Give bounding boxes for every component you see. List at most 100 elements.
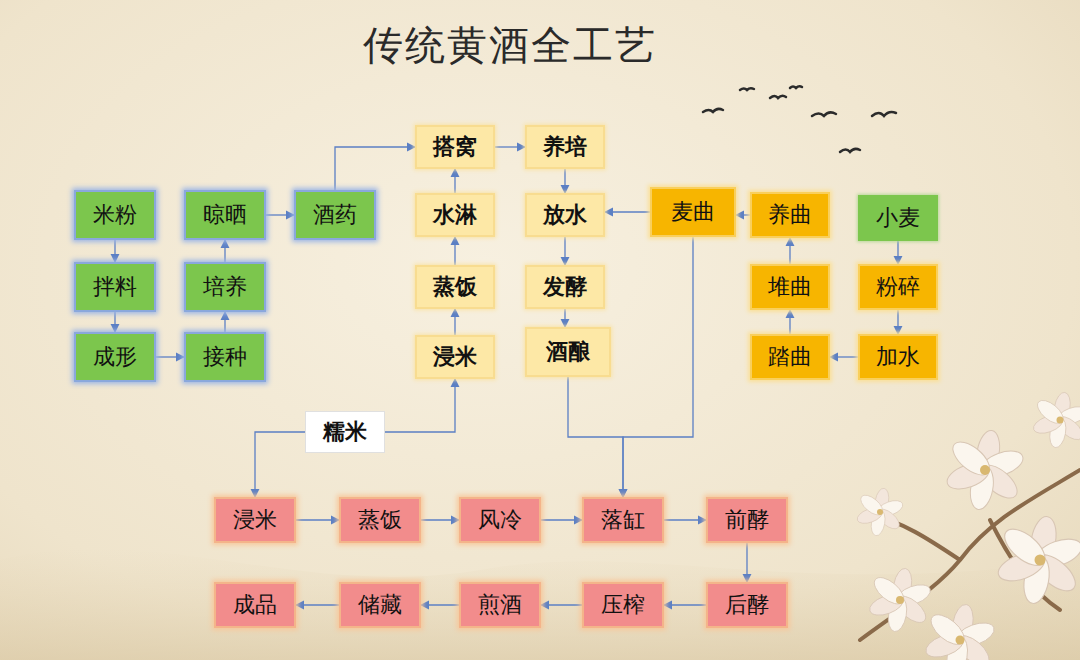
flow-arrow — [385, 379, 455, 432]
box-label: 加水 — [876, 342, 920, 372]
box-label: 踏曲 — [768, 342, 812, 372]
process-box: 酒酿 — [525, 327, 611, 377]
flow-arrow — [541, 604, 582, 605]
box-label: 煎酒 — [478, 590, 522, 620]
box-label: 蒸饭 — [433, 272, 477, 302]
box-label: 浸米 — [433, 342, 477, 372]
flow-arrow — [224, 240, 225, 262]
flow-arrow — [789, 310, 790, 334]
flow-arrow — [454, 237, 455, 265]
box-label: 小麦 — [876, 203, 920, 233]
flow-arrow — [224, 312, 225, 332]
box-label: 搭窝 — [433, 132, 477, 162]
magnolia-branch — [855, 391, 1080, 660]
box-label: 糯米 — [323, 417, 367, 447]
process-box: 风冷 — [459, 497, 541, 543]
box-label: 酒药 — [313, 200, 357, 230]
process-box: 养培 — [525, 125, 605, 169]
box-label: 发酵 — [543, 272, 587, 302]
process-box: 发酵 — [525, 265, 605, 309]
hill-shade — [0, 549, 1080, 660]
flow-arrow — [156, 356, 184, 357]
process-box: 蒸饭 — [415, 265, 495, 309]
process-box: 水淋 — [415, 193, 495, 237]
flow-arrow — [454, 309, 455, 335]
process-box: 麦曲 — [650, 187, 736, 237]
process-box: 浸米 — [214, 497, 296, 543]
box-label: 养曲 — [768, 200, 812, 230]
box-label: 水淋 — [433, 200, 477, 230]
box-label: 接种 — [203, 342, 247, 372]
flow-arrow — [421, 604, 459, 605]
box-label: 拌料 — [93, 272, 137, 302]
flow-arrow — [114, 312, 115, 332]
process-box: 小麦 — [858, 195, 938, 241]
process-box: 粉碎 — [858, 264, 938, 310]
flow-arrow — [495, 146, 525, 147]
box-label: 储藏 — [358, 590, 402, 620]
process-box: 落缸 — [582, 497, 664, 543]
box-label: 成形 — [93, 342, 137, 372]
box-label: 堆曲 — [768, 272, 812, 302]
process-box: 晾晒 — [184, 190, 266, 240]
process-box: 储藏 — [339, 582, 421, 628]
process-box: 后酵 — [706, 582, 788, 628]
box-label: 前酵 — [725, 505, 769, 535]
box-label: 粉碎 — [876, 272, 920, 302]
box-label: 米粉 — [93, 200, 137, 230]
flow-arrow — [830, 356, 858, 357]
flow-arrow — [664, 519, 706, 520]
process-box: 成品 — [214, 582, 296, 628]
flow-arrow — [421, 519, 459, 520]
flow-arrow — [564, 169, 565, 193]
process-box: 浸米 — [415, 335, 495, 379]
box-label: 后酵 — [725, 590, 769, 620]
process-box: 搭窝 — [415, 125, 495, 169]
process-box: 压榨 — [582, 582, 664, 628]
process-box: 前酵 — [706, 497, 788, 543]
box-label: 风冷 — [478, 505, 522, 535]
flow-arrow — [296, 519, 339, 520]
flow-arrow — [564, 237, 565, 265]
process-box: 成形 — [74, 332, 156, 382]
box-label: 养培 — [543, 132, 587, 162]
box-label: 培养 — [203, 272, 247, 302]
box-label: 麦曲 — [671, 197, 715, 227]
process-box: 养曲 — [750, 192, 830, 238]
process-box: 拌料 — [74, 262, 156, 312]
flow-arrow — [623, 237, 693, 497]
flow-arrow — [454, 169, 455, 193]
process-box: 堆曲 — [750, 264, 830, 310]
flow-arrow — [568, 377, 623, 497]
box-label: 落缸 — [601, 505, 645, 535]
process-box: 糯米 — [305, 411, 385, 453]
flow-arrow — [296, 604, 339, 605]
birds — [703, 86, 896, 152]
flow-arrow — [564, 309, 565, 327]
process-box: 放水 — [525, 193, 605, 237]
diagram-title: 传统黄酒全工艺 — [300, 18, 720, 73]
flow-arrow — [541, 519, 582, 520]
process-box: 接种 — [184, 332, 266, 382]
process-box: 蒸饭 — [339, 497, 421, 543]
flow-arrow — [746, 543, 747, 582]
box-label: 浸米 — [233, 505, 277, 535]
flow-arrow — [255, 432, 305, 497]
flow-arrow — [664, 604, 706, 605]
process-box: 煎酒 — [459, 582, 541, 628]
flow-arrow — [736, 214, 750, 215]
box-label: 放水 — [543, 200, 587, 230]
flow-arrow — [897, 310, 898, 334]
process-box: 加水 — [858, 334, 938, 380]
flow-arrow — [897, 241, 898, 264]
box-label: 蒸饭 — [358, 505, 402, 535]
flow-arrow — [266, 214, 294, 215]
box-label: 酒酿 — [546, 337, 590, 367]
flow-arrow — [114, 240, 115, 262]
box-label: 压榨 — [601, 590, 645, 620]
process-box: 培养 — [184, 262, 266, 312]
process-box: 酒药 — [294, 190, 376, 240]
flow-arrow — [789, 238, 790, 264]
process-box: 踏曲 — [750, 334, 830, 380]
flow-arrow — [605, 211, 650, 212]
